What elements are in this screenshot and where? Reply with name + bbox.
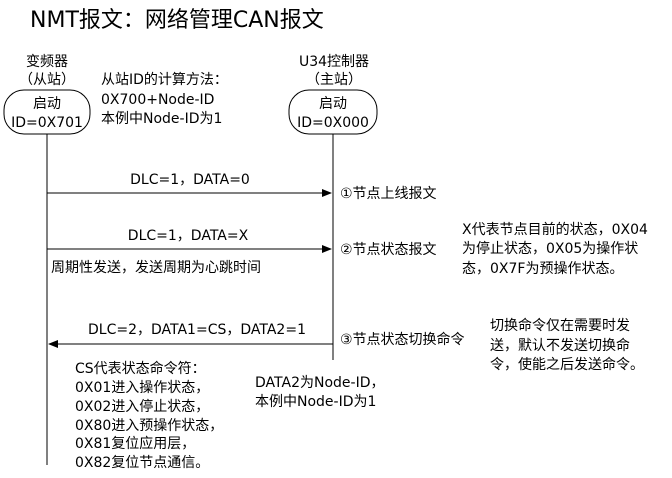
message-2-side-note-line-3: 态，0X7F为预操作状态。 (462, 261, 623, 277)
slave-node-role: （从站） (19, 72, 75, 88)
message-1-name: ①节点上线报文 (340, 186, 437, 202)
message-3-label: DLC=2，DATA1=CS，DATA2=1 (88, 322, 306, 338)
message-2-period-note: 周期性发送，发送周期为心跳时间 (51, 260, 261, 276)
message-2-side-note-line-1: X代表节点目前的状态，0X04 (462, 221, 648, 238)
master-node-role: （主站） (306, 72, 362, 88)
master-state-label: 启动 (319, 96, 347, 112)
message-3-name: ③节点状态切换命令 (340, 331, 465, 348)
slave-node-name: 变频器 (26, 54, 68, 70)
page-title: NMT报文：网络管理CAN报文 (30, 8, 324, 33)
message-3-side-note-line-2: 送，默认不发送切换命 (490, 337, 630, 354)
id-note-line-2: 0X700+Node-ID (101, 92, 214, 108)
data2-note-line-2: 本例中Node-ID为1 (255, 394, 376, 410)
cs-note-line-4: 0X80进入预操作状态， (75, 418, 223, 434)
message-1-label: DLC=1，DATA=0 (130, 172, 250, 188)
cs-note-line-2: 0X01进入操作状态， (75, 380, 209, 396)
cs-note-line-1: CS代表状态命令符： (75, 360, 206, 377)
message-2-label: DLC=1，DATA=X (128, 228, 249, 244)
message-3-side-note-line-1: 切换命令仅在需要时发 (490, 317, 630, 334)
message-2-side-note-line-2: 为停止状态，0X05为操作状 (462, 240, 638, 257)
id-note-line-1: 从站ID的计算方法： (101, 72, 228, 88)
message-3-side-note-line-3: 令，使能之后发送命令。 (490, 356, 644, 373)
cs-note-line-5: 0X81复位应用层， (75, 435, 195, 452)
message-2-name: ②节点状态报文 (340, 242, 437, 258)
slave-state-label: 启动 (33, 96, 61, 112)
master-state-id: ID=0X000 (297, 115, 369, 131)
slave-state-id: ID=0X701 (11, 115, 83, 131)
id-note-line-3: 本例中Node-ID为1 (101, 111, 222, 127)
cs-note-line-3: 0X02进入停止状态， (75, 398, 209, 415)
data2-note-line-1: DATA2为Node-ID， (255, 375, 384, 391)
master-node-name: U34控制器 (299, 54, 369, 70)
cs-note-line-6: 0X82复位节点通信。 (75, 454, 209, 471)
